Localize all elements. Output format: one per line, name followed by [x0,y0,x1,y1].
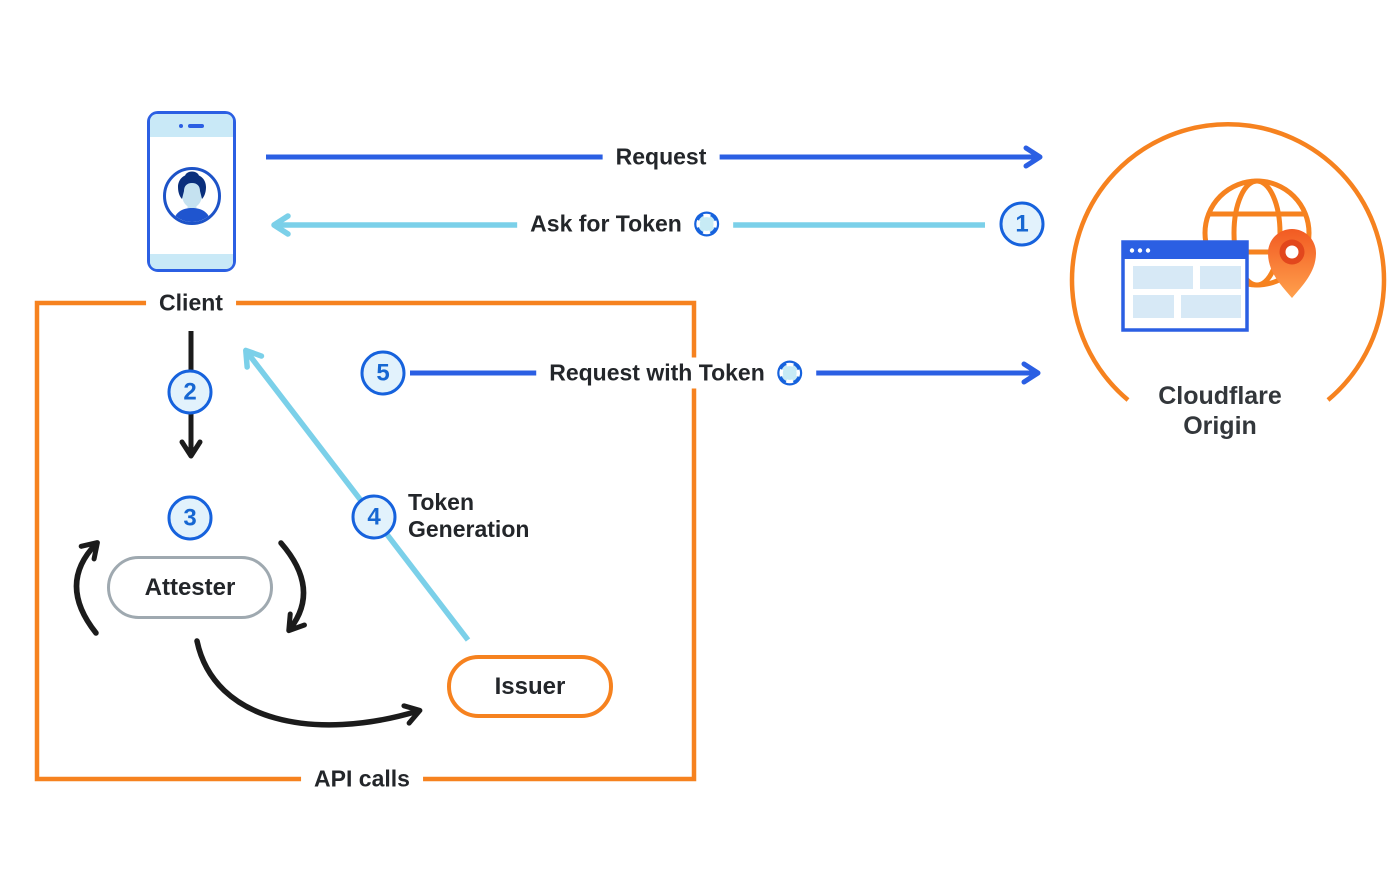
token-icon [776,360,802,386]
issuer-node: Issuer [447,655,613,718]
user-avatar-icon [162,167,221,225]
attester-loop-right-arrow [278,540,307,634]
phone-bottom-bar [150,254,233,269]
cloudflare-origin-line1: Cloudflare [1158,382,1282,410]
step-badge-3: 3 [167,495,213,541]
origin-circle [1069,122,1387,402]
attester-to-issuer-arrow [194,638,423,728]
step-badge-2: 2 [167,369,213,415]
cloudflare-origin-line2: Origin [1183,412,1257,440]
step-badge-5: 5 [360,350,406,396]
request-with-token-label: Request with Token [536,357,816,389]
api-calls-label: API calls [301,763,423,795]
request-with-token-text: Request with Token [549,359,765,386]
token-generation-line2: Generation [408,516,530,542]
token-icon [693,211,719,237]
attester-loop-left-arrow [73,540,100,636]
client-label: Client [146,287,236,319]
browser-window-icon [1121,240,1249,332]
location-pin-icon [1268,229,1316,298]
cloudflare-origin-label: Cloudflare Origin [1158,381,1282,441]
ask-for-token-text: Ask for Token [530,210,682,237]
attester-label: Attester [144,573,236,601]
ask-for-token-label: Ask for Token [517,208,733,240]
request-label: Request [602,141,720,173]
phone-top-bar [150,114,233,137]
step-badge-1: 1 [999,201,1045,247]
issuer-label: Issuer [494,672,566,700]
phone-camera-dot [179,123,183,128]
phone-speaker-bar [188,123,204,128]
step-badge-4: 4 [351,494,397,540]
token-generation-arrow [243,347,471,642]
client-device-icon [147,111,236,272]
token-generation-label: Token Generation [402,488,536,544]
attester-node: Attester [107,556,273,619]
token-generation-line1: Token [408,489,475,515]
